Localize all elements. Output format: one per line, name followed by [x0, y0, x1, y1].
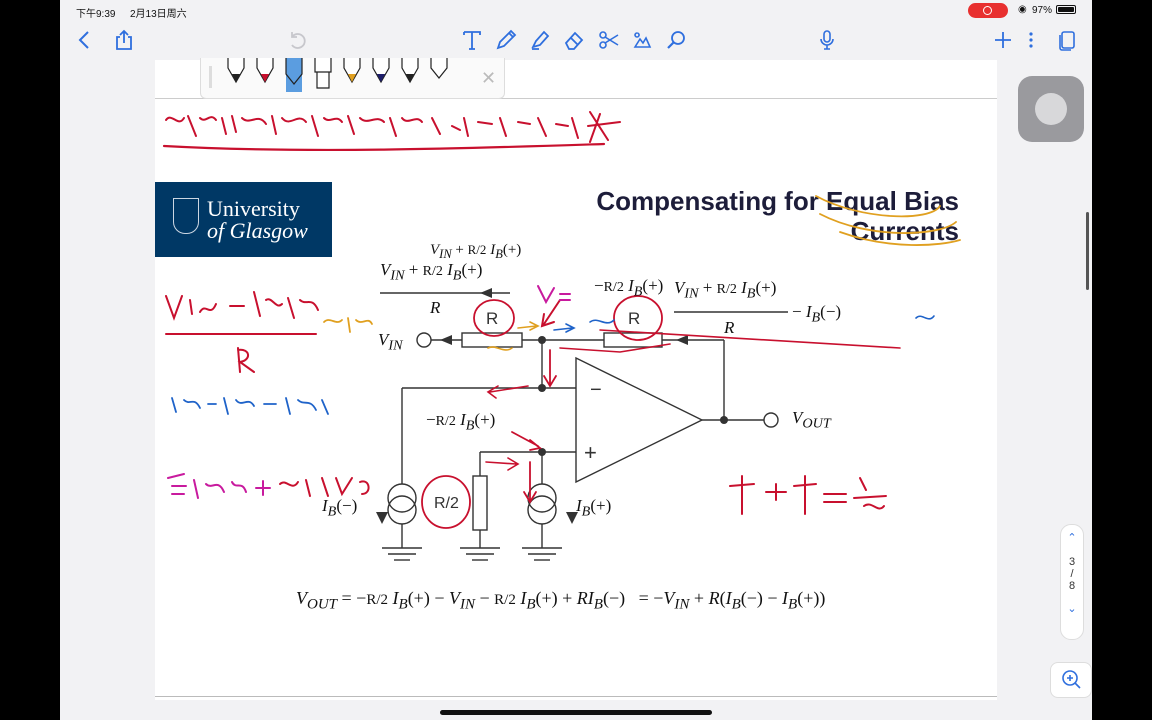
pen-preset-black-2[interactable] — [401, 58, 419, 84]
battery-percent: 97% — [1032, 5, 1053, 16]
status-date: 2月13日周六 — [130, 9, 187, 20]
pages-button[interactable] — [1056, 26, 1078, 54]
more-button[interactable] — [1024, 26, 1038, 54]
eq-right-minus-ib: − IB(−) — [792, 302, 842, 326]
pen-preset-navy[interactable] — [372, 58, 390, 84]
vout-terminal — [763, 412, 779, 428]
handwritten-annotations — [162, 111, 961, 529]
text-tool-button[interactable] — [460, 26, 484, 54]
crest-icon — [173, 198, 199, 234]
op-amp — [575, 356, 704, 484]
lasso-tool-button[interactable] — [596, 26, 622, 54]
eq-left-numerator: VIN + R/2 IB(+) — [380, 260, 483, 284]
label-vout: VOUT — [792, 408, 831, 432]
label-ib-plus: IB(+) — [576, 496, 612, 520]
highlighter-tool-button[interactable] — [528, 26, 552, 54]
text-tool-icon — [463, 31, 481, 50]
eq-node-voltage: −R/2 IB(+) — [594, 276, 664, 300]
logo-line1: University — [207, 196, 300, 221]
label-ib-minus: IB(−) — [322, 496, 358, 520]
pen-icon — [496, 29, 517, 50]
image-icon — [633, 32, 652, 48]
vertical-scrollbar[interactable] — [1086, 212, 1089, 290]
status-time: 下午9:39 — [76, 9, 116, 20]
page-separator: / — [1070, 568, 1074, 580]
circuit-diagram: − + R/2 R R — [162, 111, 961, 561]
eq-left-denominator: R — [430, 298, 441, 317]
vin-terminal — [416, 332, 432, 348]
pen-preset-empty[interactable] — [430, 58, 448, 79]
battery-fill — [1058, 7, 1074, 12]
more-vertical-icon — [1029, 32, 1033, 48]
pen-preset-white[interactable] — [314, 58, 332, 89]
undo-icon — [291, 32, 306, 49]
svg-text:R/2: R/2 — [434, 495, 459, 512]
share-button[interactable] — [112, 26, 136, 54]
page-bottom-divider — [155, 696, 997, 697]
wifi-icon: ◉ — [1018, 4, 1027, 15]
eq-noninv-voltage: −R/2 IB(+) — [426, 410, 496, 434]
share-icon — [116, 29, 132, 50]
resistor-r-half — [472, 475, 488, 531]
pen-preset-red[interactable] — [256, 58, 274, 84]
highlighter-icon — [531, 30, 550, 50]
eq-vout-result: VOUT = −R/2 IB(+) − VIN − R/2 IB(+) + RI… — [296, 588, 826, 613]
page-total: 8 — [1068, 580, 1076, 592]
image-tool-button[interactable] — [630, 26, 654, 54]
svg-text:−: − — [590, 379, 602, 401]
page-up-icon[interactable]: ⌃ — [1067, 532, 1077, 544]
shape-icon — [667, 31, 685, 49]
page-header-divider — [155, 98, 997, 99]
slide-title-line1: Compensating for Equal Bias — [596, 186, 959, 216]
eraser-tool-button[interactable] — [562, 26, 586, 54]
zoom-button[interactable] — [1050, 662, 1092, 698]
current-source-ib-minus — [387, 483, 417, 513]
eq-left-overlay: VIN + R/2 IB(+) — [430, 242, 522, 261]
ground-symbols — [382, 547, 562, 561]
pen-palette: ✕ — [200, 58, 505, 99]
home-indicator[interactable] — [440, 710, 712, 715]
pen-tool-button[interactable] — [494, 26, 518, 54]
eraser-icon — [564, 31, 584, 50]
shape-tool-button[interactable] — [664, 26, 688, 54]
university-logo: University of Glasgow — [155, 182, 332, 257]
eq-right-denominator: R — [724, 318, 735, 337]
ipad-screen: 下午9:39 2月13日周六 ◉ 97% — [60, 0, 1092, 720]
label-vin: VIN — [378, 330, 403, 354]
screen-recording-icon[interactable] — [968, 3, 1008, 18]
back-button[interactable] — [74, 26, 96, 54]
pages-icon — [1059, 31, 1075, 51]
status-bar: 下午9:39 2月13日周六 ◉ 97% — [60, 0, 1092, 22]
svg-text:+: + — [584, 440, 597, 465]
pen-preset-black-1[interactable] — [227, 58, 245, 84]
undo-button[interactable] — [286, 26, 308, 54]
svg-text:R: R — [486, 309, 498, 328]
pen-preset-orange[interactable] — [343, 58, 361, 84]
page-current: 3 — [1068, 556, 1076, 568]
pen-presets — [209, 58, 448, 92]
assistive-touch-button[interactable] — [1018, 76, 1084, 142]
logo-line2: of Glasgow — [207, 218, 308, 243]
plus-icon — [995, 32, 1011, 48]
microphone-icon — [820, 30, 834, 50]
svg-text:R: R — [628, 309, 640, 328]
eq-right-numerator: VIN + R/2 IB(+) — [674, 278, 777, 302]
microphone-button[interactable] — [816, 26, 838, 54]
lasso-scissors-icon — [599, 31, 619, 49]
chevron-left-icon — [78, 31, 89, 49]
page-navigator: ⌃ 3 / 8 ⌄ — [1060, 524, 1084, 640]
battery-icon — [1056, 5, 1076, 14]
toolbar — [60, 22, 1092, 58]
add-page-button[interactable] — [992, 26, 1014, 54]
page-down-icon[interactable]: ⌄ — [1067, 603, 1077, 615]
pen-preset-blue-highlighter[interactable] — [285, 58, 303, 92]
zoom-in-icon — [1062, 670, 1081, 689]
close-palette-icon[interactable]: ✕ — [481, 68, 497, 88]
